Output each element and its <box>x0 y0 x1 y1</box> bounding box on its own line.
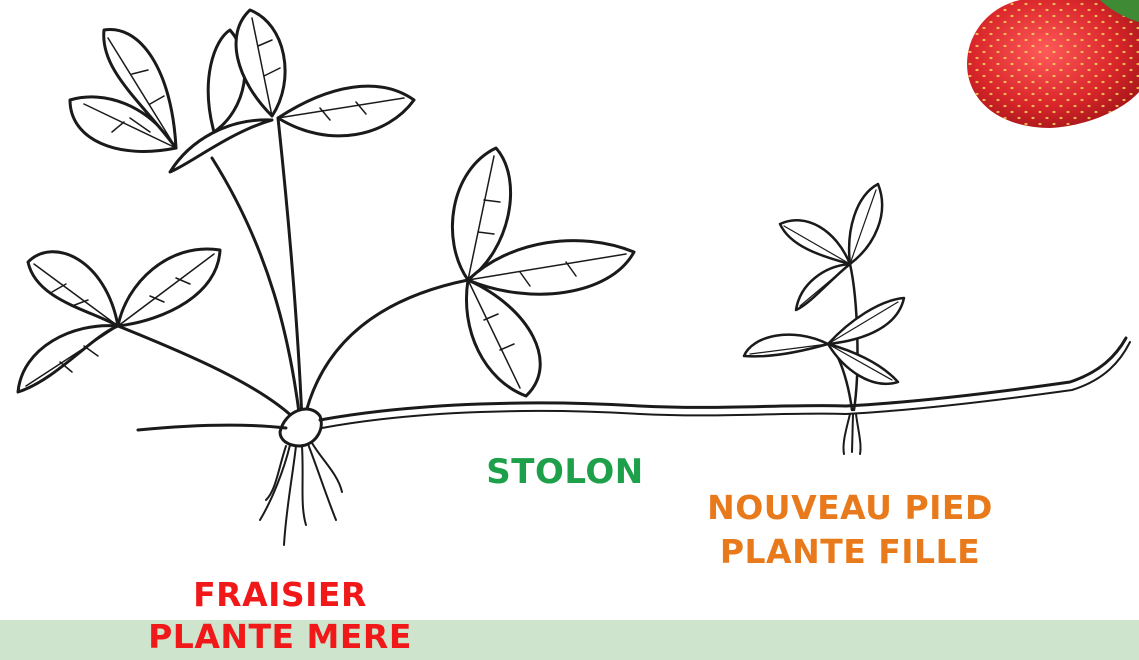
mother-plant-label: FRAISIER PLANTE MERE <box>130 574 430 658</box>
mother-plant-label-line1: FRAISIER <box>130 574 430 616</box>
stolon <box>138 338 1130 430</box>
daughter-plant-label-line2: PLANTE FILLE <box>680 530 1020 574</box>
stolon-label: STOLON <box>470 452 660 492</box>
strawberry-icon <box>967 0 1139 128</box>
mother-plant-label-line2: PLANTE MERE <box>130 616 430 658</box>
daughter-plant-label-line1: NOUVEAU PIED <box>680 486 1020 530</box>
daughter-plant-label: NOUVEAU PIED PLANTE FILLE <box>680 486 1020 574</box>
